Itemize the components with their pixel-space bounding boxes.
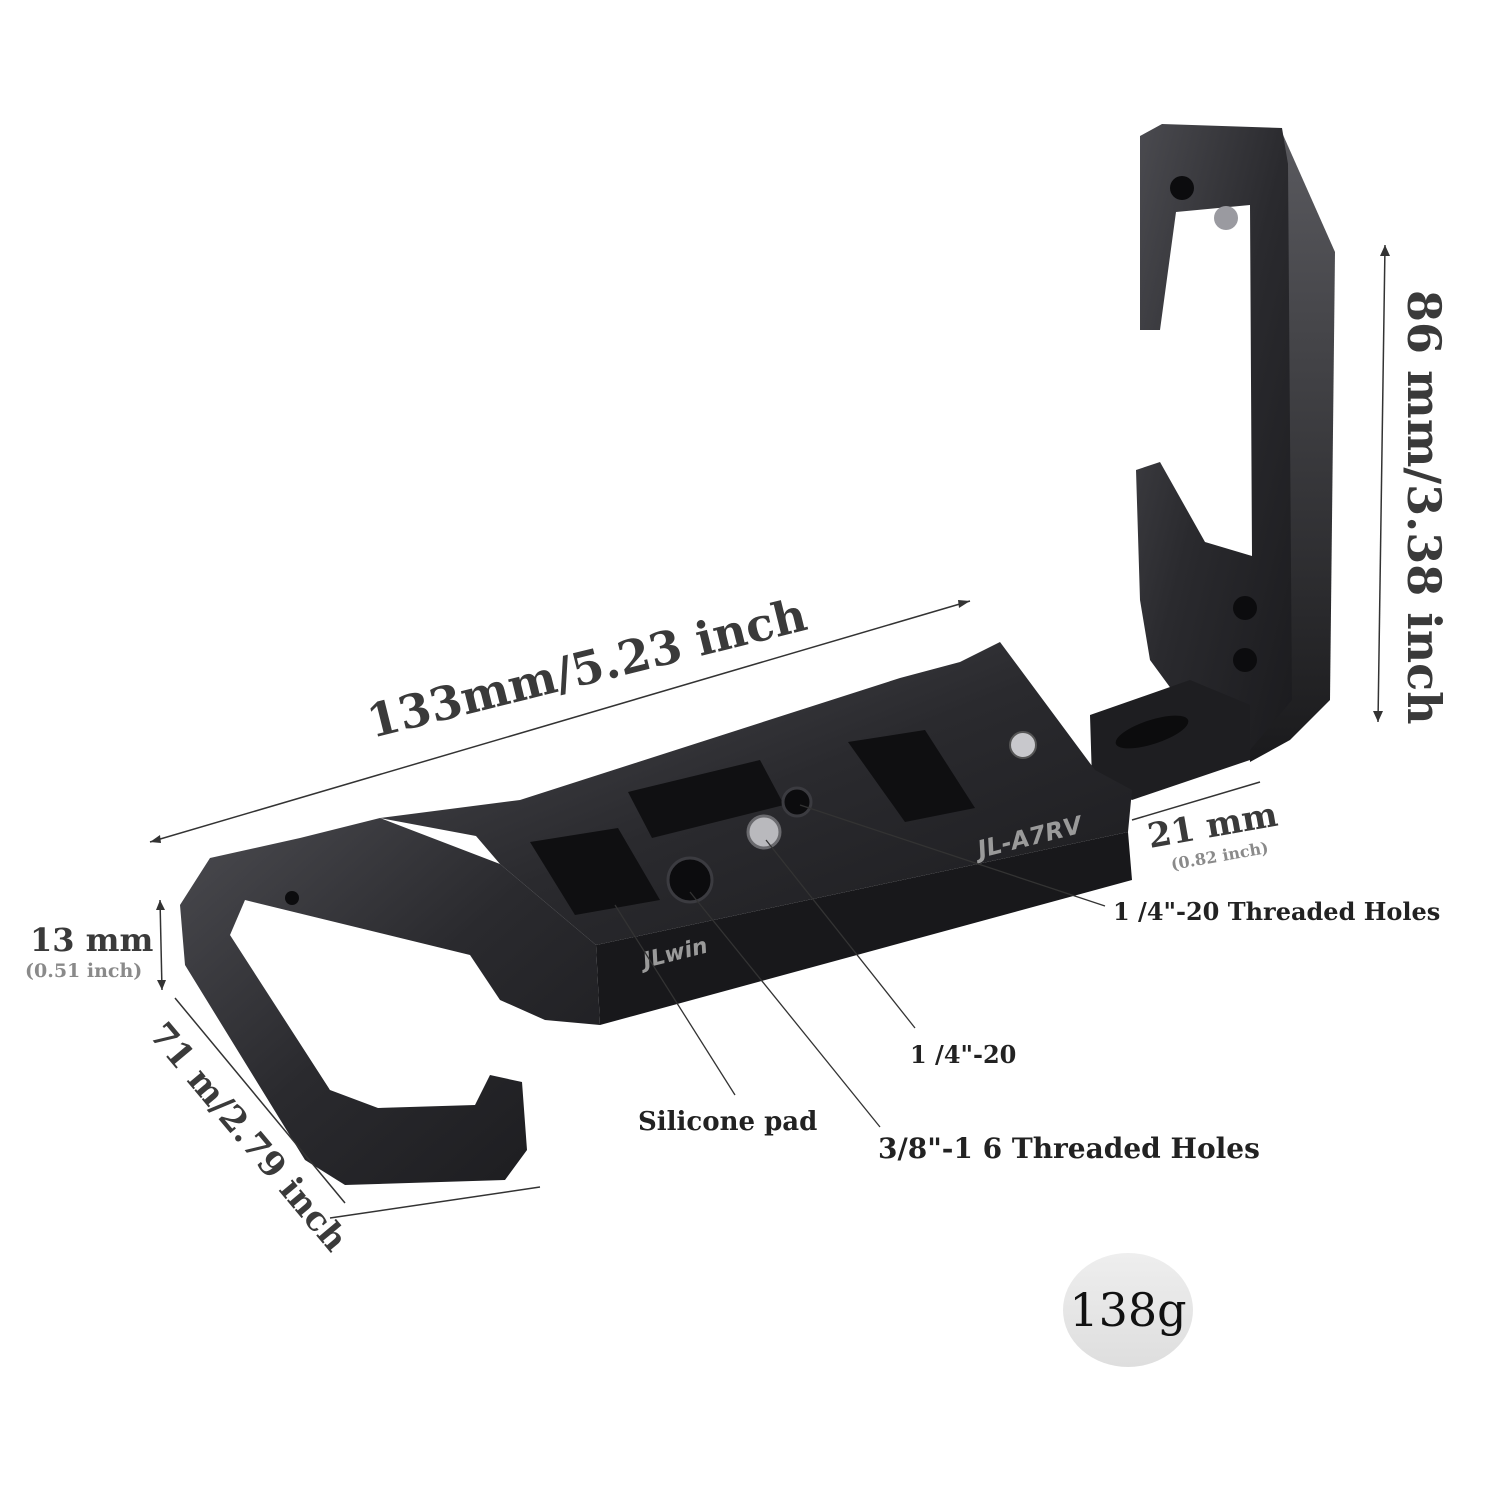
leader-quarter-screw bbox=[765, 839, 916, 1029]
connector-plate bbox=[1090, 680, 1250, 800]
length-dimension-line bbox=[149, 600, 971, 843]
thickness-dimension-line bbox=[159, 899, 163, 991]
grip-hole bbox=[285, 891, 299, 905]
three-eighths-hole bbox=[666, 856, 714, 904]
silicone-pad-left bbox=[530, 828, 660, 915]
three-eighths-callout: 3/8"-1 6 Threaded Holes bbox=[878, 1132, 1260, 1165]
thickness-arrow-top bbox=[156, 900, 165, 910]
vertical-hole-top-thread bbox=[1214, 206, 1238, 230]
quarter-screw bbox=[746, 814, 782, 850]
callout-leaders bbox=[614, 804, 1106, 1128]
length-arrow-right bbox=[958, 600, 970, 608]
l-bracket: JL-A7RV JLwin bbox=[180, 124, 1335, 1185]
vertical-hole-low bbox=[1233, 648, 1257, 672]
bubble-level bbox=[1009, 731, 1037, 759]
dimension-lines bbox=[149, 244, 1390, 1219]
weight-label: 138g bbox=[1069, 1283, 1186, 1337]
grip-inner-cutout bbox=[230, 900, 500, 1090]
silicone-pad-right bbox=[848, 730, 975, 822]
grip-handle bbox=[180, 818, 600, 1185]
quarter-holes-callout: 1 /4"-20 Threaded Holes bbox=[1113, 897, 1440, 926]
vertical-arm bbox=[1136, 124, 1292, 750]
vertical-hole-mid bbox=[1233, 596, 1257, 620]
thickness-label: 13 mm bbox=[30, 921, 154, 959]
leader-silicone bbox=[614, 904, 736, 1096]
quarter-hole bbox=[781, 786, 813, 818]
weight-badge: 138g bbox=[1063, 1253, 1193, 1367]
center-recess bbox=[628, 760, 784, 838]
leader-three-eighths bbox=[689, 891, 881, 1128]
height-dimension-line bbox=[1377, 244, 1386, 723]
leader-quarter-holes bbox=[799, 804, 1106, 907]
weight-badge-background bbox=[1063, 1253, 1193, 1367]
connector-slot bbox=[1115, 715, 1189, 749]
silicone-callout: Silicone pad bbox=[638, 1107, 817, 1137]
grip-dimension-line bbox=[174, 997, 346, 1204]
height-arrow-top bbox=[1380, 245, 1390, 256]
thickness-arrow-bottom bbox=[157, 980, 166, 990]
vertical-hole-top bbox=[1170, 176, 1194, 200]
thickness-sublabel: (0.51 inch) bbox=[25, 960, 142, 982]
depth-dimension-line bbox=[1131, 781, 1261, 821]
grip-extension-line bbox=[329, 1186, 541, 1219]
height-arrow-bottom bbox=[1373, 711, 1383, 722]
length-arrow-left bbox=[150, 835, 161, 843]
base-plate-edge bbox=[596, 832, 1132, 1025]
height-label: 86 mm/3.38 inch bbox=[1397, 290, 1451, 725]
quarter-screw-callout: 1 /4"-20 bbox=[910, 1040, 1016, 1069]
